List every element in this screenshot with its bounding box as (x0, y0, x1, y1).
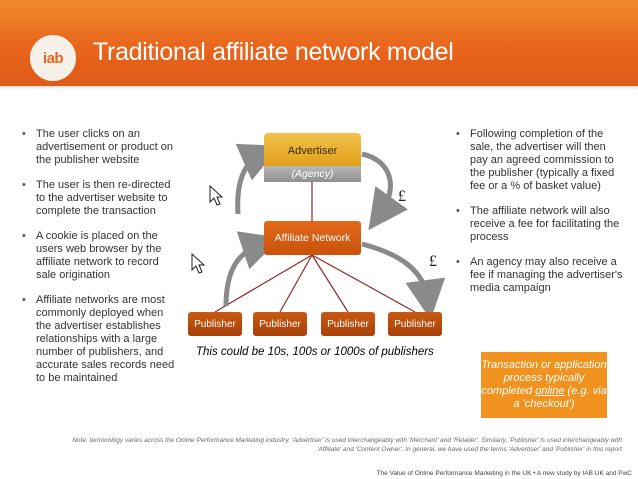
left-bullet-1: The user clicks on an advertisement or p… (22, 128, 180, 167)
right-bullet-list: Following completion of the sale, the ad… (456, 128, 624, 307)
terminology-note: Note: terminology varies across the Onli… (72, 437, 622, 453)
banner-shadow (0, 86, 638, 90)
right-bullet-1: Following completion of the sale, the ad… (456, 128, 624, 193)
online-transaction-callout: Transaction or application process typic… (481, 352, 607, 418)
connector-line-3 (311, 254, 349, 313)
logo-text: iab (42, 49, 64, 67)
pound-sign: £ (429, 253, 437, 270)
arrow-network-to-publisher (361, 241, 446, 320)
cursor-icon (191, 252, 206, 274)
connector-line-2 (279, 254, 313, 313)
advertiser-box: Advertiser (264, 133, 361, 167)
left-bullet-list: The user clicks on an advertisement or p… (22, 128, 180, 397)
cursor-icon (209, 184, 224, 206)
right-bullet-3: An agency may also receive a fee if mana… (456, 256, 624, 295)
callout-text: Transaction or application process typic… (481, 359, 607, 411)
publisher-box: Publisher (388, 312, 442, 336)
arrow-publisher-to-network (223, 231, 281, 307)
header-banner: iab Traditional affiliate network model (0, 0, 638, 86)
agency-box: (Agency) (264, 166, 361, 182)
publisher-box: Publisher (321, 312, 375, 336)
callout-text-after: (e.g. via a 'checkout') (513, 385, 607, 410)
publisher-box: Publisher (188, 312, 242, 336)
right-bullet-2: The affiliate network will also receive … (456, 205, 624, 244)
callout-online-word: online (535, 385, 565, 397)
publisher-scale-caption: This could be 10s, 100s or 1000s of publ… (196, 346, 434, 358)
left-bullet-2: The user is then re-directed to the adve… (22, 179, 180, 218)
left-bullet-3: A cookie is placed on the users web brow… (22, 230, 180, 282)
arrow-publisher-to-advertiser (235, 143, 281, 215)
arrow-advertiser-to-network (361, 151, 408, 231)
page-title: Traditional affiliate network model (93, 38, 454, 66)
connector-line-1 (214, 254, 313, 313)
connector-line-4 (311, 254, 416, 313)
affiliate-network-box: Affiliate Network (264, 221, 361, 255)
footer-text: The Value of Online Performance Marketin… (376, 470, 632, 477)
publisher-box: Publisher (253, 312, 307, 336)
left-bullet-4: Affiliate networks are most commonly dep… (22, 294, 180, 385)
iab-logo: iab (30, 35, 76, 81)
callout-text-before: Transaction or application process typic… (481, 359, 607, 397)
pound-sign: £ (398, 188, 406, 205)
